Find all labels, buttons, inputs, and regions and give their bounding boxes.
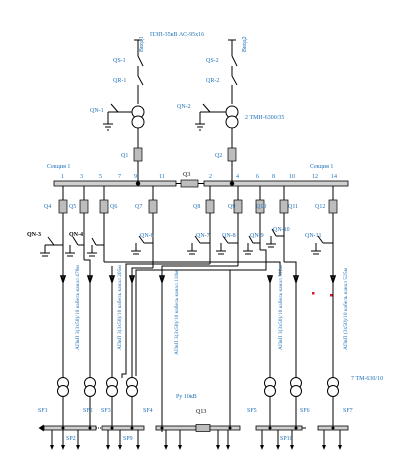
qn7-label: QN-7 xyxy=(196,233,210,239)
red-marker xyxy=(312,292,315,295)
sf2-label: SF2 xyxy=(83,408,93,414)
bus-number: 9 xyxy=(134,174,137,180)
main-transformer-label: 2 ТМН-6300/35 xyxy=(245,115,284,121)
qs1-switch[interactable] xyxy=(137,55,144,67)
bottom-bus-2[interactable] xyxy=(101,425,145,431)
section-left-label: Секция 1 xyxy=(47,164,70,170)
sp9-label: SP9 xyxy=(123,436,133,442)
qr2-switch[interactable] xyxy=(231,75,238,86)
bus-number: 10 xyxy=(289,174,295,180)
cable-label-3: АПвП 3(3x50)/10 кабель канал 110м xyxy=(173,270,180,355)
cable-label-2: АПвП 3(3x50)/10 кабель канал 205м xyxy=(116,265,123,350)
ru-label: Ру 10кВ xyxy=(176,394,197,400)
input-1-label: Ввод1 xyxy=(139,36,145,52)
qn1-switch[interactable] xyxy=(110,103,119,113)
bus-number: 2 xyxy=(209,174,212,180)
sf7-label: SF7 xyxy=(343,408,353,414)
section-right-label: Секция 1 xyxy=(310,164,333,170)
red-marker xyxy=(330,294,333,297)
sf6-label: SF6 xyxy=(300,408,310,414)
q8-breaker[interactable] xyxy=(205,199,215,214)
q2-breaker[interactable] xyxy=(227,147,237,162)
qs1-label: QS-1 xyxy=(113,58,126,64)
q2-label: Q2 xyxy=(215,153,222,159)
q4-label: Q4 xyxy=(44,204,51,210)
sp10-label: SP10 xyxy=(280,436,293,442)
qn9-label: QN-9 xyxy=(250,233,264,239)
sf5-label: SF5 xyxy=(247,408,257,414)
bus-number: 4 xyxy=(236,174,239,180)
qn3-label: QN-3 xyxy=(27,232,41,238)
sf4-label: SF4 xyxy=(143,408,153,414)
bus-number: 1 xyxy=(61,174,64,180)
qr1-switch[interactable] xyxy=(137,75,144,86)
qs2-label: QS-2 xyxy=(206,58,219,64)
busbar-section-1[interactable] xyxy=(53,180,177,187)
q13-breaker[interactable] xyxy=(195,424,211,432)
qs2-switch[interactable] xyxy=(231,55,238,67)
qr1-label: QR-1 xyxy=(113,78,126,84)
busbar-section-2[interactable] xyxy=(203,180,349,187)
load-transformers: SF1 SF2 SF3 SF4 SF5 SF6 SF7 7 ТМ-630/10 xyxy=(38,376,383,426)
q11-label: Q11 xyxy=(288,204,298,210)
q3-label: Q3 xyxy=(183,172,190,178)
qn8-label: QN-8 xyxy=(222,233,236,239)
bus-number: 8 xyxy=(272,174,275,180)
bottom-bus-4[interactable] xyxy=(209,425,241,431)
q3-breaker[interactable] xyxy=(180,179,199,188)
sf3-label: SF3 xyxy=(101,408,111,414)
q7-label: Q7 xyxy=(135,204,142,210)
cable-label-4: АПвП 3(3x50)/10 кабель канал 512м xyxy=(277,265,284,350)
q12-label: Q12 xyxy=(315,204,325,210)
qr2-label: QR-2 xyxy=(206,78,219,84)
bus-number: 6 xyxy=(256,174,259,180)
q4-breaker[interactable] xyxy=(58,199,68,214)
qn10-label: QN-10 xyxy=(273,227,290,233)
q9-label: Q9 xyxy=(228,204,235,210)
cable-label-5: АПвП (3x50)/10 кабель канал 525м xyxy=(342,267,349,350)
q10-label: Q10 xyxy=(256,204,266,210)
bus-number: 11 xyxy=(159,174,165,180)
q1-breaker[interactable] xyxy=(133,147,143,162)
q6-breaker[interactable] xyxy=(99,199,109,214)
qn1-label: QN-1 xyxy=(90,108,104,114)
transformer-7-label: 7 ТМ-630/10 xyxy=(351,376,383,382)
q1-label: Q1 xyxy=(121,153,128,159)
q12-breaker[interactable] xyxy=(328,199,338,214)
bus-number: 7 xyxy=(118,174,121,180)
bottom-buses: SP2 SP9 SP10 xyxy=(38,424,349,450)
qn6-label: QN-6 xyxy=(140,233,154,239)
qn4-label: QN-4 xyxy=(69,232,83,238)
q7-breaker[interactable] xyxy=(148,199,158,214)
qn2-switch[interactable] xyxy=(202,103,211,113)
sp2-label: SP2 xyxy=(66,436,76,442)
bus-number: 12 xyxy=(312,174,318,180)
cable-routing xyxy=(84,249,300,432)
q8-label: Q8 xyxy=(193,204,200,210)
input-2-label: Ввод2 xyxy=(242,36,248,52)
input-2-branch: Ввод2 QS-2 QR-2 QN-2 2 ТМН-6300/35 Q2 xyxy=(177,36,284,181)
q6-label: Q6 xyxy=(110,204,117,210)
q13-label: Q13 xyxy=(196,409,206,415)
bus-number: 5 xyxy=(99,174,102,180)
qn11-label: QN-11 xyxy=(305,233,321,239)
bus-number: 3 xyxy=(80,174,83,180)
cable-label-1: АПвП 3(3x50)/10 кабель канал 470м xyxy=(74,265,81,350)
q11-breaker[interactable] xyxy=(279,199,289,214)
line-label: ПЭП-35кВ АС-95x16 xyxy=(150,32,204,38)
q5-breaker[interactable] xyxy=(79,199,89,214)
feeders: Q4 QN-3 Q5 QN-4 Q6 xyxy=(27,186,338,378)
input-1-branch: Ввод1 QS-1 QR-1 QN-1 Q1 xyxy=(90,36,145,181)
q5-label: Q5 xyxy=(69,204,76,210)
sf1-label: SF1 xyxy=(38,408,48,414)
bottom-bus-1[interactable] xyxy=(43,425,97,431)
qn2-label: QN-2 xyxy=(177,104,191,110)
bus-number: 14 xyxy=(331,174,337,180)
